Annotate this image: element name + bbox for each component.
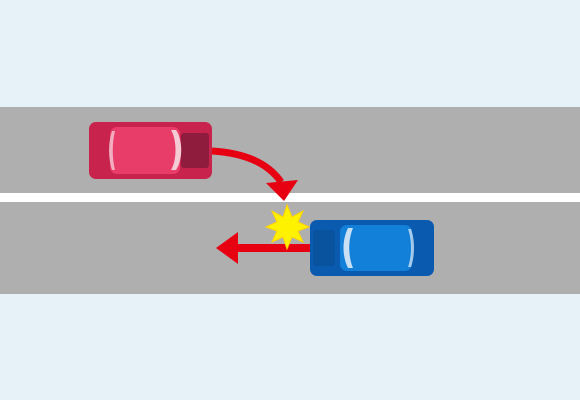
lane-divider bbox=[0, 193, 580, 202]
red-car-rear-window bbox=[109, 131, 115, 170]
blue-car-front bbox=[313, 230, 335, 266]
blue-car-roof bbox=[340, 225, 412, 271]
road bbox=[0, 107, 580, 294]
merge-arrow-shaft bbox=[211, 147, 284, 185]
curved-arrow-down-right-icon bbox=[211, 147, 298, 201]
collision-burst-icon bbox=[264, 203, 311, 251]
travel-arrow-shaft bbox=[232, 244, 310, 252]
merge-arrow-head bbox=[266, 180, 298, 201]
blue-car-windshield bbox=[343, 228, 353, 268]
red-car-roof bbox=[110, 127, 180, 174]
arrow-left-icon bbox=[216, 232, 310, 264]
travel-arrow-head bbox=[216, 232, 238, 264]
blue-car-rear-window bbox=[408, 229, 414, 267]
blue-car bbox=[310, 220, 434, 276]
red-car-windshield bbox=[171, 130, 182, 170]
red-car bbox=[89, 122, 212, 179]
impact-star bbox=[264, 203, 311, 251]
red-car-rear-glass bbox=[181, 133, 209, 168]
